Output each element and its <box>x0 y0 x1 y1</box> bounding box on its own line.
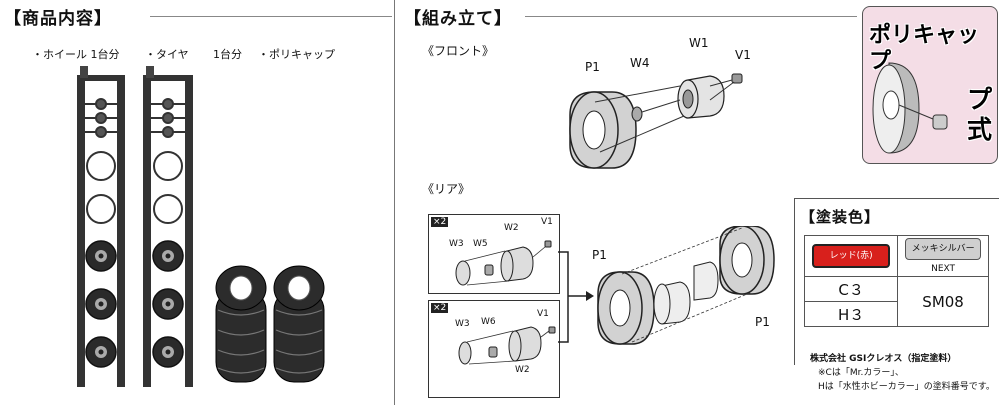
contents-header-rule <box>150 16 392 17</box>
paint-panel-border <box>794 198 999 365</box>
rear-merge-arrow <box>558 251 594 343</box>
rear-box-top-v1: V1 <box>541 217 553 227</box>
rear-box-bottom: ×2 W3 W6 V1 W2 <box>428 300 560 398</box>
paint-code-c: C３ <box>803 276 899 302</box>
front-label-p1: P1 <box>585 60 600 74</box>
rear-assembled-diagram <box>597 226 775 345</box>
rear-box-top-w3: W3 <box>449 239 464 249</box>
front-label-w1: W1 <box>689 36 709 50</box>
paint-note-2: Hは「水性ホビーカラー」の塗料番号です。 <box>818 382 995 392</box>
rear-box-top-qty: ×2 <box>431 217 449 227</box>
rear-box-bottom-w3: W3 <box>455 319 470 329</box>
paint-code-h: H３ <box>803 301 899 327</box>
front-label: 《フロント》 <box>422 44 495 58</box>
assembly-header-rule <box>525 16 857 17</box>
contents-item-wheel: ・ホイール 1台分 <box>32 48 120 61</box>
assembly-header: 【組み立て】 <box>404 9 512 29</box>
rear-box-bottom-diagram <box>458 326 556 365</box>
front-exploded-diagram <box>569 73 743 169</box>
contents-item-tire: ・タイヤ <box>145 48 189 61</box>
contents-item-polycap: ・ポリキャップ <box>258 48 335 61</box>
rear-box-bottom-w6: W6 <box>481 317 496 327</box>
rear-label-p1-right: P1 <box>755 315 770 329</box>
contents-item-tire-qty: 1台分 <box>213 48 242 61</box>
rear-box-bottom-v1: V1 <box>537 309 549 319</box>
polycap-badge-line3: 式 <box>967 115 993 144</box>
rear-box-top-w5: W5 <box>473 239 488 249</box>
polycap-badge-line2: プ <box>967 85 993 114</box>
front-label-w4: W4 <box>630 56 650 70</box>
paint-color-silver-cell: メッキシルバーNEXT <box>897 235 989 277</box>
polycap-badge: ポリキャップ プ 式 <box>862 6 998 164</box>
rear-box-top-w2: W2 <box>504 223 519 233</box>
paint-brand: 株式会社 GSIクレオス（指定塗料） <box>810 354 957 364</box>
paint-color-red-cell: レッド(赤) <box>803 235 899 277</box>
rear-box-bottom-w2: W2 <box>515 365 530 375</box>
rear-box-top-diagram <box>455 240 552 286</box>
paint-header: 【塗装色】 <box>800 208 881 226</box>
contents-header: 【商品内容】 <box>4 9 112 29</box>
tire-stack-illustration <box>215 265 325 383</box>
rear-label-p1-left: P1 <box>592 248 607 262</box>
paint-code-sm: SM08 <box>897 276 989 327</box>
rear-label: 《リア》 <box>422 182 471 196</box>
front-label-v1: V1 <box>735 48 751 62</box>
paint-table: レッド(赤) メッキシルバーNEXT C３ SM08 H３ <box>803 235 989 327</box>
paint-color-silver-chip: メッキシルバーNEXT <box>905 237 982 274</box>
paint-note-1: ※Cは「Mr.カラー」、 <box>818 368 904 378</box>
rear-box-top: ×2 W2 V1 W3 W5 <box>428 214 560 294</box>
polycap-badge-illustration <box>872 62 948 154</box>
rear-box-bottom-qty: ×2 <box>431 303 449 313</box>
wheel-sprue-illustration <box>77 66 193 387</box>
paint-color-red-chip: レッド(赤) <box>812 244 891 268</box>
section-divider <box>394 0 395 405</box>
